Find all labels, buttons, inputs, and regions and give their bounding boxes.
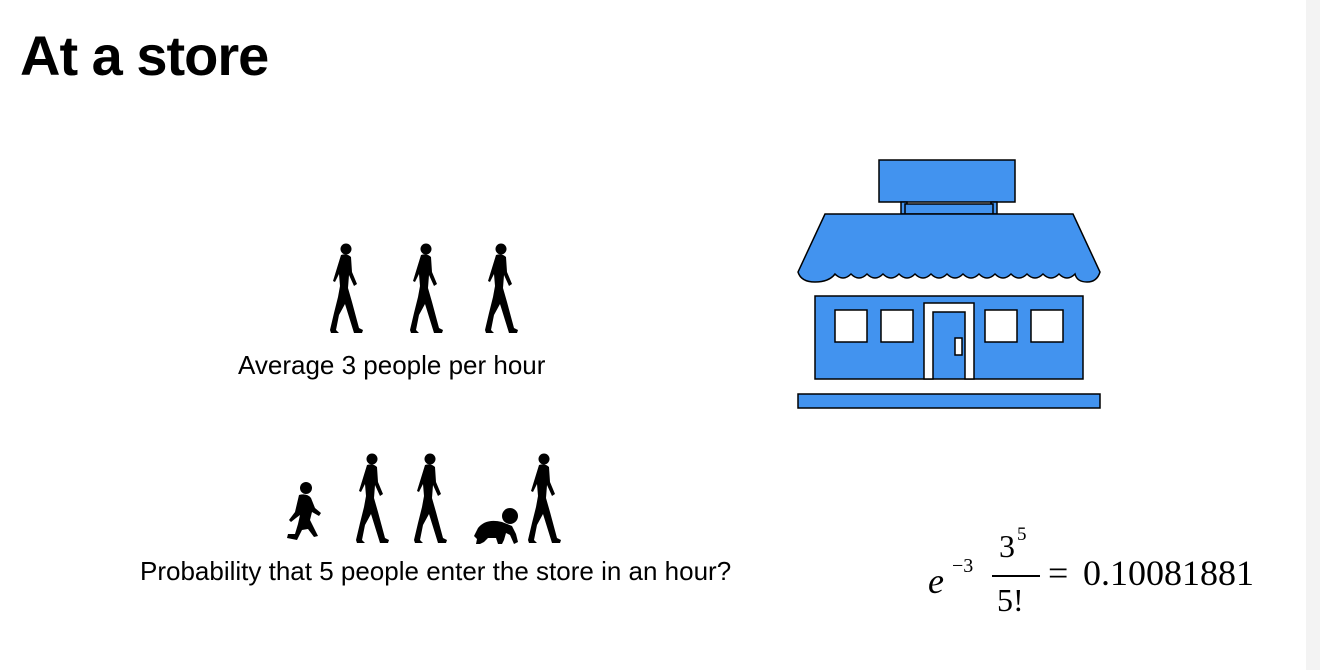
person-walking-icon <box>410 243 443 333</box>
store-window <box>880 309 914 343</box>
door-handle <box>954 337 963 356</box>
average-caption: Average 3 people per hour <box>238 350 546 380</box>
slide-title: At a store <box>20 24 269 87</box>
formula-exponent: −3 <box>952 555 974 577</box>
store-door <box>923 302 975 380</box>
walking-people-group <box>330 243 518 333</box>
store-awning <box>797 213 1101 283</box>
formula-numerator: 3 <box>999 528 1015 564</box>
five-people-group <box>287 453 561 544</box>
child-running-icon <box>287 482 321 540</box>
person-walking-icon <box>485 243 518 333</box>
store-icon <box>797 159 1101 409</box>
formula-result: 0.10081881 <box>1083 553 1254 593</box>
store-window <box>1030 309 1064 343</box>
equals-sign: = <box>1048 553 1069 593</box>
store-window <box>984 309 1018 343</box>
person-walking-icon <box>356 453 389 543</box>
scrollbar-track[interactable] <box>1306 0 1320 670</box>
baby-crawling-icon <box>474 508 518 544</box>
store-window <box>834 309 868 343</box>
fraction-bar <box>992 575 1040 577</box>
probability-question: Probability that 5 people enter the stor… <box>140 556 732 586</box>
store-base <box>797 393 1101 409</box>
formula-denominator: 5! <box>997 582 1024 618</box>
person-walking-icon <box>330 243 363 333</box>
poisson-formula: e −3 3 5 5! = 0.10081881 <box>922 520 1262 630</box>
formula-numerator-exponent: 5 <box>1017 524 1027 545</box>
store-sign <box>878 159 1016 203</box>
person-walking-icon <box>528 453 561 543</box>
person-walking-icon <box>414 453 447 543</box>
sign-crossbar <box>904 203 994 215</box>
formula-base: e <box>928 561 944 601</box>
